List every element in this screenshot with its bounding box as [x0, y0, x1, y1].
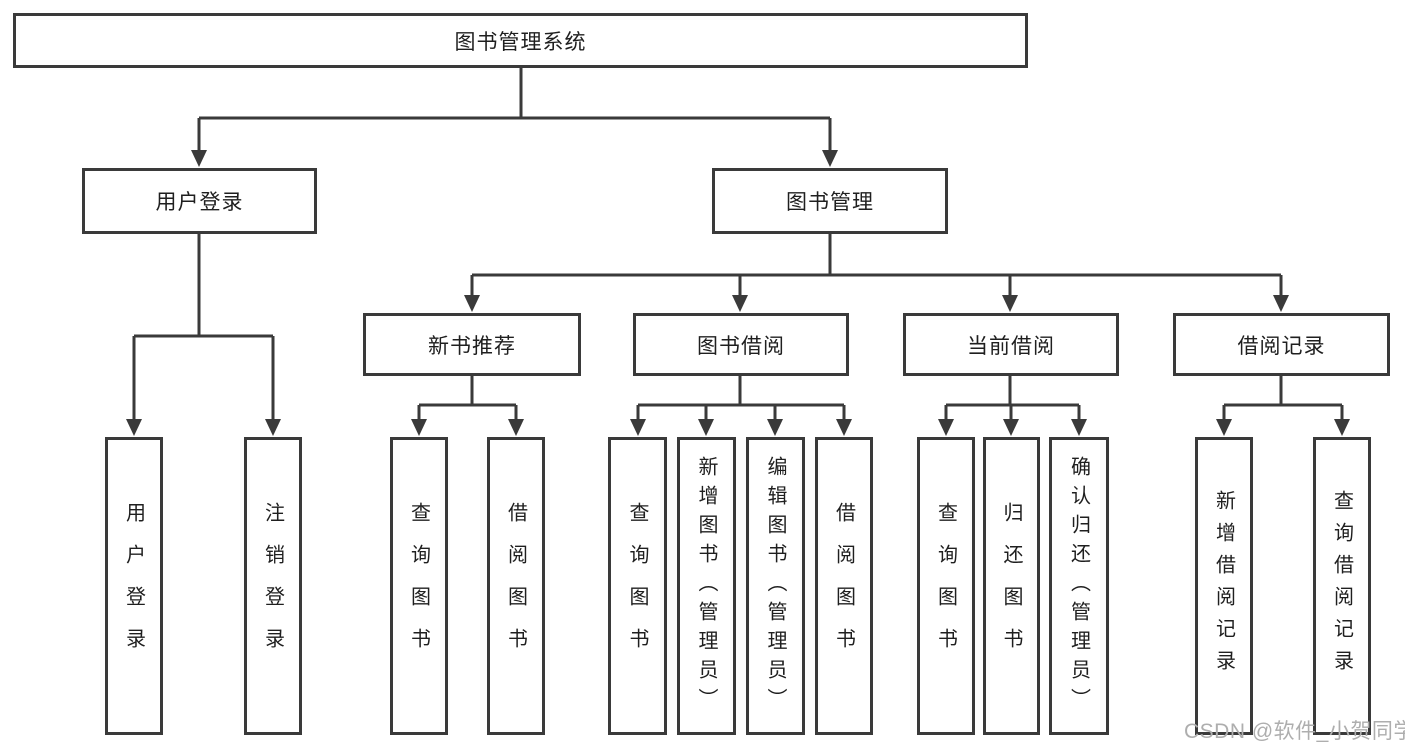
leaf-label: 确认归还（管理员）: [1067, 455, 1090, 717]
node-label: 图书借阅: [697, 334, 785, 358]
leaf-current-query-books: 查询图书: [917, 437, 975, 735]
node-library-management-system: 图书管理系统: [13, 13, 1028, 68]
node-book-borrow: 图书借阅: [633, 313, 849, 376]
leaf-label: 借阅图书: [504, 502, 527, 670]
node-new-book-recommend: 新书推荐: [363, 313, 581, 376]
leaf-logout-login: 注销登录: [244, 437, 302, 735]
leaf-label: 用户登录: [122, 502, 145, 670]
leaf-label: 编辑图书（管理员）: [764, 455, 786, 717]
leaf-current-return-books: 归还图书: [983, 437, 1040, 735]
node-label: 新书推荐: [428, 334, 516, 358]
node-borrow-record: 借阅记录: [1173, 313, 1390, 376]
node-label: 用户登录: [155, 191, 244, 214]
node-book-management: 图书管理: [712, 168, 948, 234]
leaf-recommend-borrow-books: 借阅图书: [487, 437, 545, 735]
leaf-label: 查询图书: [407, 502, 430, 670]
leaf-record-query-borrow-record: 查询借阅记录: [1313, 437, 1371, 735]
leaf-borrow-borrow-books: 借阅图书: [815, 437, 873, 735]
leaf-label: 查询借阅记录: [1330, 490, 1353, 682]
node-label: 借阅记录: [1237, 334, 1326, 358]
leaf-borrow-query-books: 查询图书: [608, 437, 667, 735]
leaf-label: 借阅图书: [832, 502, 855, 670]
leaf-record-add-borrow-record: 新增借阅记录: [1195, 437, 1253, 735]
leaf-borrow-edit-books-admin: 编辑图书（管理员）: [746, 437, 805, 735]
node-current-borrow: 当前借阅: [903, 313, 1119, 376]
leaf-label: 新增借阅记录: [1212, 490, 1235, 682]
leaf-current-confirm-return-admin: 确认归还（管理员）: [1049, 437, 1109, 735]
leaf-label: 注销登录: [261, 502, 284, 670]
leaf-user-login: 用户登录: [105, 437, 163, 735]
leaf-recommend-query-books: 查询图书: [390, 437, 448, 735]
leaf-label: 新增图书（管理员）: [695, 455, 717, 717]
node-label: 当前借阅: [967, 334, 1055, 358]
leaf-label: 归还图书: [1000, 502, 1022, 670]
leaf-borrow-add-books-admin: 新增图书（管理员）: [677, 437, 736, 735]
node-label: 图书管理系统: [454, 30, 587, 54]
leaf-label: 查询图书: [626, 502, 648, 670]
watermark-text: CSDN @软件_小贺同学: [1184, 720, 1405, 743]
leaf-label: 查询图书: [934, 502, 957, 670]
node-label: 图书管理: [786, 191, 874, 214]
node-user-login: 用户登录: [82, 168, 317, 234]
